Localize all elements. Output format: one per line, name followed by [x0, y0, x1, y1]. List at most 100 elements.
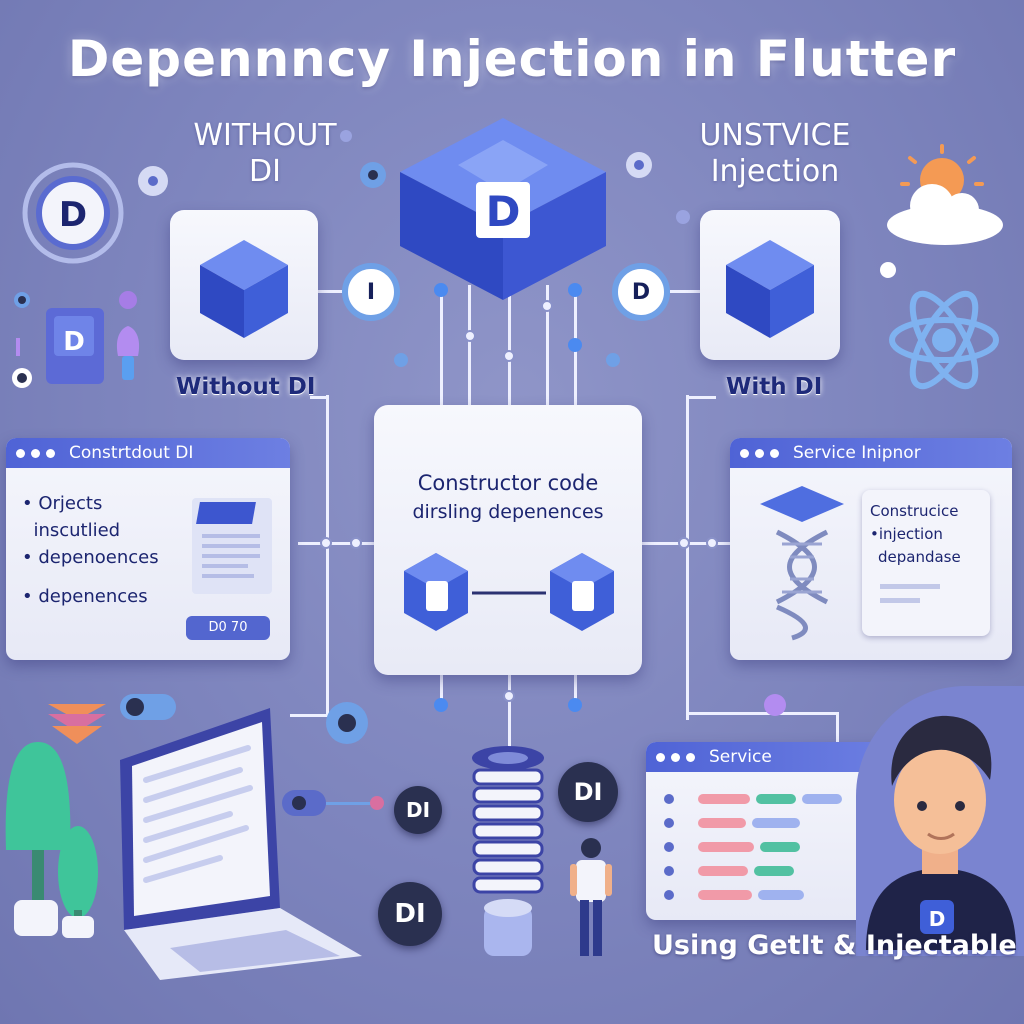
connector-line [836, 712, 839, 752]
window-titlebar: Service [646, 742, 896, 772]
window-dot [46, 448, 55, 458]
window-dot [740, 448, 749, 458]
key-pill-icon [282, 790, 326, 816]
without-di-label: Without DI [176, 374, 316, 400]
connector-line [574, 672, 577, 710]
code-token [698, 794, 750, 804]
linked-cubes-icon [404, 553, 614, 631]
without-di-card [170, 210, 318, 360]
placeholder-line [880, 598, 920, 603]
connector-line [508, 285, 511, 410]
window-dot [31, 448, 40, 458]
panel-text: Construcice •injection depandase [870, 500, 961, 569]
decor-dot [676, 210, 690, 224]
code-arrow [664, 890, 674, 900]
i-badge: I [342, 263, 400, 321]
window-dot [770, 448, 779, 458]
connector-line [318, 290, 346, 293]
svg-text:D: D [63, 327, 85, 357]
device-icons: D [12, 291, 140, 388]
laptop-icon [120, 708, 362, 980]
layers-icon [48, 704, 106, 744]
without-di-heading: WITHOUT DI [180, 118, 350, 190]
connector-line [686, 396, 716, 399]
decor-dot [338, 714, 356, 732]
person-icon [570, 838, 612, 956]
panel-line: depandase [878, 548, 961, 566]
code-token [760, 842, 800, 852]
window-dot [16, 448, 25, 458]
database-icon [472, 746, 544, 894]
heading-line-2: DI [249, 154, 281, 189]
blue-node [568, 338, 582, 352]
d-badge: D [612, 263, 670, 321]
constructor-code-card: Constructor code dirsling depenences [374, 405, 642, 675]
connector-line [546, 285, 549, 410]
decor-dot [340, 130, 352, 142]
connector-line [440, 285, 443, 410]
code-token [756, 794, 796, 804]
heading-line-1: WITHOUT [193, 118, 337, 153]
d-ring-icon: D [22, 162, 124, 264]
code-arrow [664, 842, 674, 852]
connector-line [298, 542, 380, 545]
di-badge: DI [394, 786, 442, 834]
connector-node [350, 537, 362, 549]
decor-dot [368, 170, 378, 180]
bullet-list: • Orjects inscutlied • depenoences • dep… [22, 490, 159, 610]
connector-line [290, 714, 328, 717]
constructor-di-window: Constrtdout DI • Orjects inscutlied • de… [6, 438, 290, 660]
decor-dot [394, 353, 408, 367]
code-arrow [664, 866, 674, 876]
connector-line [468, 285, 471, 410]
window-dot [686, 752, 695, 762]
pill-toggle-icon [120, 694, 176, 720]
weather-icon [887, 144, 1003, 245]
code-token [698, 818, 746, 828]
blue-node [568, 698, 582, 712]
window-action-button[interactable]: D0 70 [186, 616, 270, 640]
code-token [754, 866, 794, 876]
cylinder-icon [484, 899, 532, 956]
bullet-item: inscutlied [33, 520, 121, 541]
connector-line [326, 395, 329, 715]
panel-line: Construcice [870, 502, 959, 520]
center-card-line-2: dirsling depenences [412, 501, 604, 523]
code-token [698, 842, 754, 852]
developer-avatar: D [866, 715, 1016, 950]
code-lines [646, 742, 896, 920]
placeholder-line [880, 584, 940, 589]
connector-node [464, 330, 476, 342]
di-badge: DI [378, 882, 442, 946]
code-arrow [664, 794, 674, 804]
center-card-line-1: Constructor code [417, 471, 599, 495]
connector-node [503, 350, 515, 362]
decor-dot [148, 176, 158, 186]
connector-node [320, 537, 332, 549]
code-token [752, 818, 800, 828]
window-tab-label: Service Inipnor [793, 443, 921, 463]
service-injection-window: Service Inipnor Construcice •injection d… [730, 438, 1012, 660]
connector-line [686, 395, 689, 720]
window-dot [671, 752, 680, 762]
decor-dot [370, 796, 384, 810]
decor-dot [880, 262, 896, 278]
dna-icon [760, 486, 844, 641]
plant-icon [5, 742, 98, 938]
with-di-card [700, 210, 840, 360]
svg-text:D: D [929, 907, 946, 931]
panel-line: •injection [870, 525, 943, 543]
blue-node [434, 698, 448, 712]
code-arrow [664, 818, 674, 828]
bullet-item: • depenoences [22, 547, 159, 568]
page-title: Depennncy Injection in Flutter [67, 30, 957, 88]
heading-line-1: UNSTVICE [699, 118, 851, 153]
connector-line [508, 672, 511, 757]
connector-node [706, 537, 718, 549]
window-tab-label: Constrtdout DI [69, 443, 194, 463]
connector-line [440, 672, 443, 710]
bullet-item: • Orjects [22, 493, 103, 514]
code-token [758, 890, 804, 900]
with-di-label: With DI [726, 374, 823, 400]
svg-text:D: D [59, 195, 87, 235]
